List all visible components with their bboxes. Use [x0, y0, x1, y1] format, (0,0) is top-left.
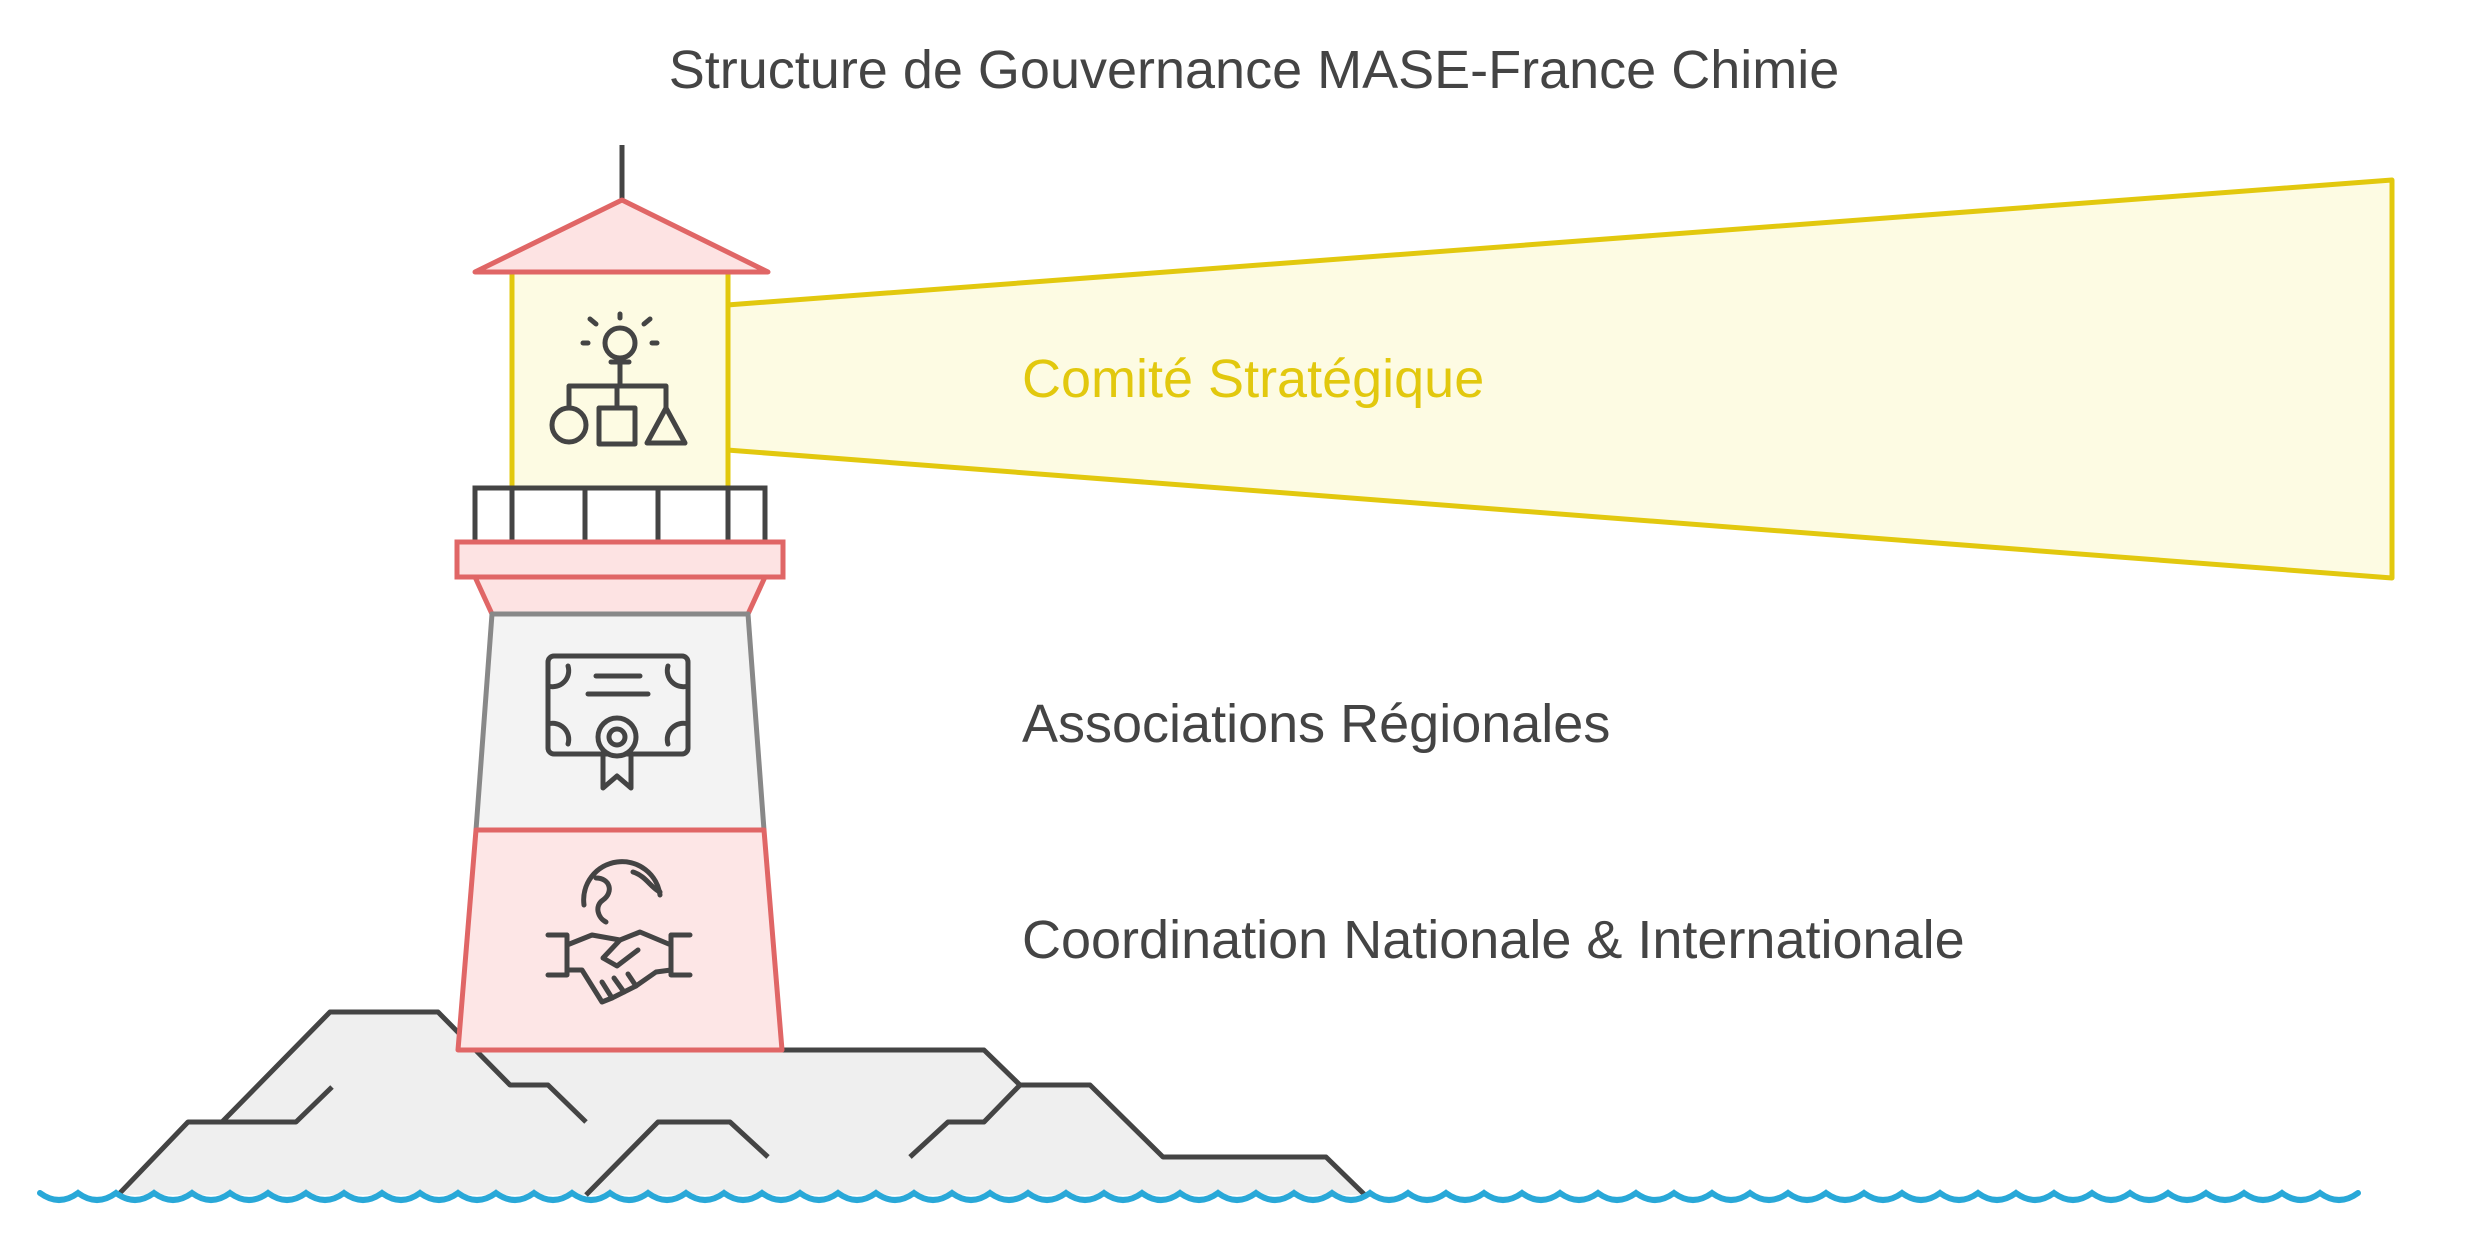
rocks	[116, 1009, 1367, 1197]
level-label-comite-strategique: Comité Stratégique	[1022, 349, 1484, 409]
level-label-associations-regionales: Associations Régionales	[1022, 694, 1610, 754]
level-label-coordination: Coordination Nationale & Internationale	[1022, 910, 1965, 970]
balcony-railing	[472, 485, 768, 545]
diagram-title: Structure de Gouvernance MASE-France Chi…	[669, 40, 1840, 100]
water-waves	[37, 1189, 2361, 1203]
balcony-deck	[454, 539, 786, 580]
light-beam	[724, 177, 2395, 581]
certificate-icon	[545, 653, 691, 791]
lightbulb-hierarchy-icon	[549, 311, 688, 447]
balcony-bracket	[472, 574, 768, 617]
globe-handshake-icon	[545, 859, 693, 1005]
lighthouse-roof	[472, 197, 771, 275]
